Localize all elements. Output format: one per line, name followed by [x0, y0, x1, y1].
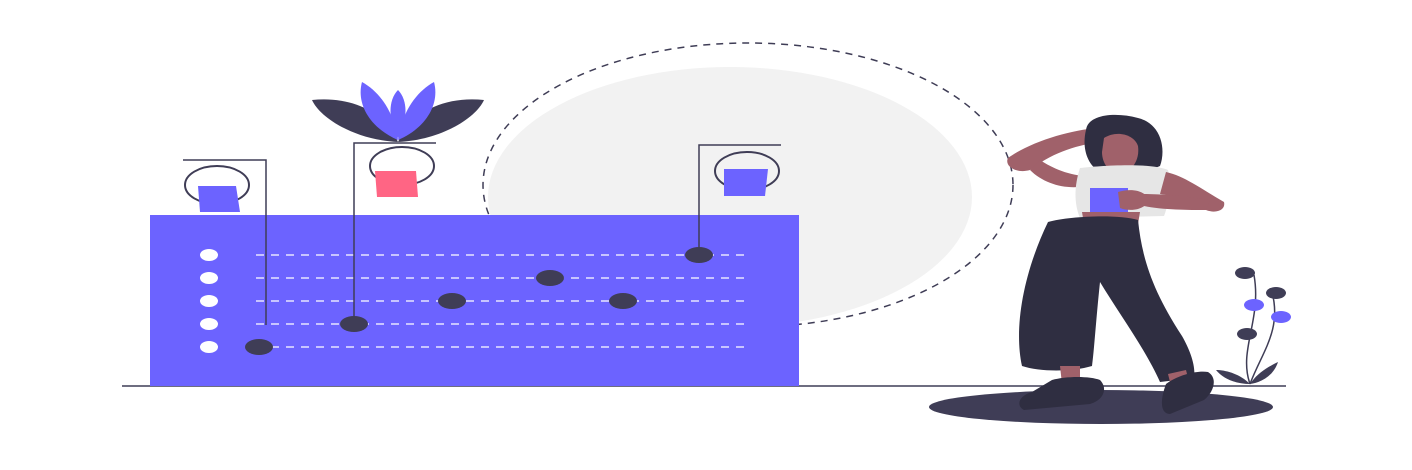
row-bullet — [200, 295, 218, 307]
data-point — [340, 316, 368, 332]
data-point — [438, 293, 466, 309]
data-points — [245, 247, 713, 355]
chart-panel — [150, 215, 799, 386]
flag-marker-icon — [184, 165, 250, 212]
data-point — [685, 247, 713, 263]
dashed-rows — [256, 254, 750, 348]
marker-pole — [353, 142, 436, 320]
flag-marker-icon — [714, 151, 780, 196]
person-illustration — [929, 114, 1273, 424]
data-point — [536, 270, 564, 286]
marker-pole — [183, 159, 267, 325]
marker-pole — [698, 144, 781, 253]
marker-poles — [183, 142, 781, 325]
row-bullets — [200, 249, 218, 353]
lotus-icon — [312, 82, 484, 142]
data-point — [245, 339, 273, 355]
flag-marker-icon — [369, 146, 435, 197]
row-bullet — [200, 249, 218, 261]
row-bullet — [200, 318, 218, 330]
plant-icon — [1216, 267, 1291, 385]
row-bullet — [200, 341, 218, 353]
row-bullet — [200, 272, 218, 284]
data-point — [609, 293, 637, 309]
